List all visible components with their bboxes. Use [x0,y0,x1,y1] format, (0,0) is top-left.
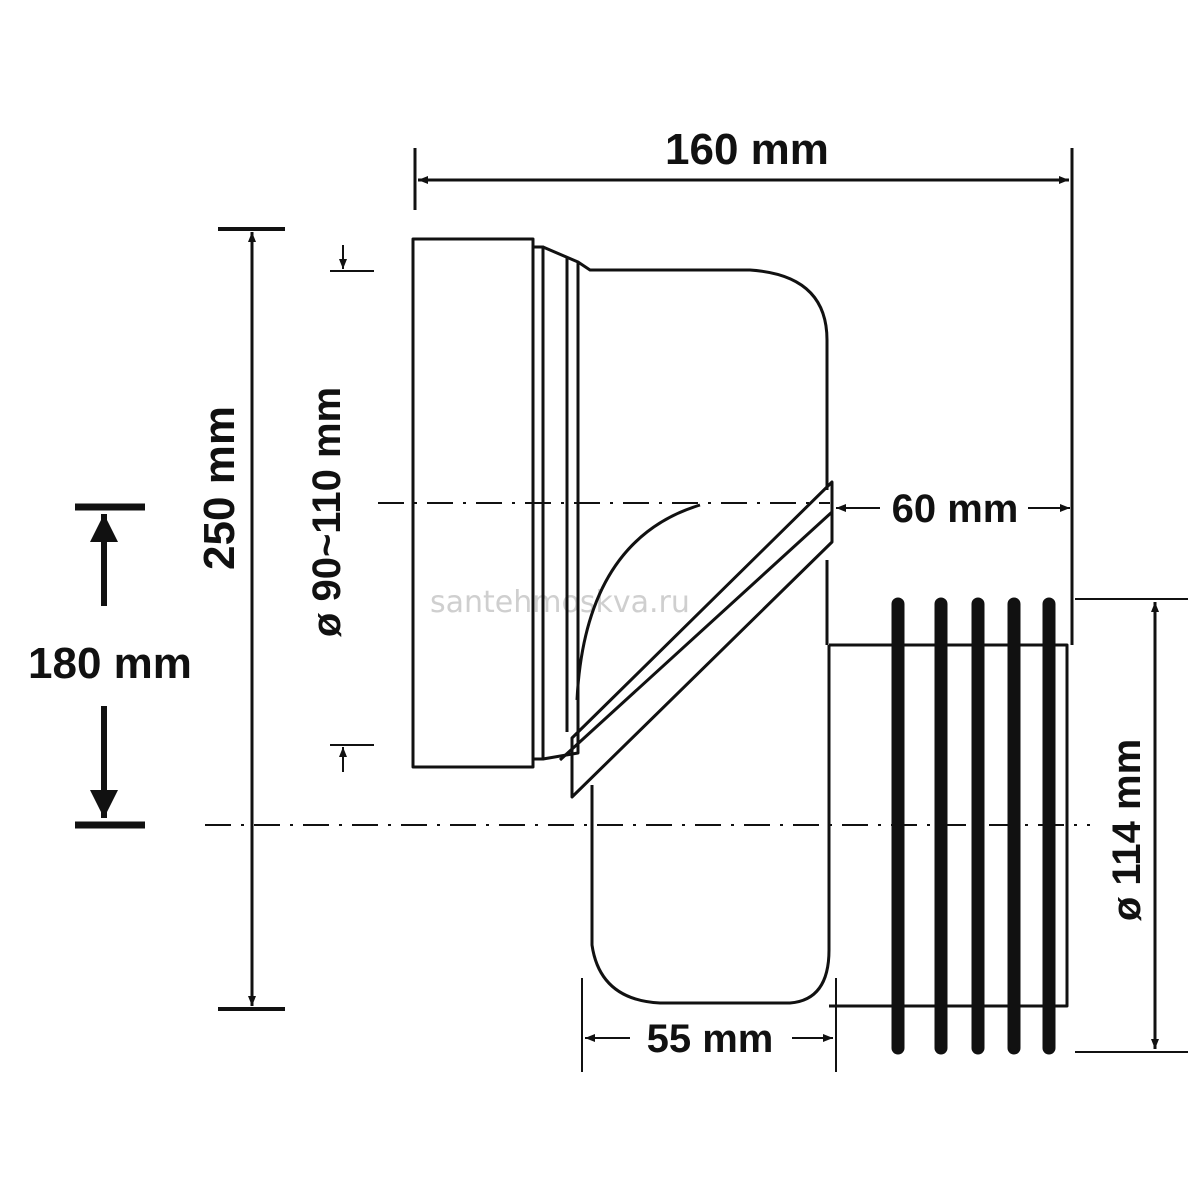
outlet-seal-rings [891,597,1056,1055]
label-55-mm: 55 mm [647,1017,774,1061]
rotation-band-midline [558,510,834,762]
label-outlet-diameter: ø 114 mm [1105,739,1149,921]
outlet-spigot [829,643,1069,1008]
fitting-body [411,237,1069,1008]
watermark: santehmoskva.ru [430,585,690,620]
label-250-mm: 250 mm [195,406,244,570]
seal-ring-5 [1042,597,1056,1055]
collar-seal-ring [531,245,545,761]
label-60-mm: 60 mm [892,487,1019,531]
taper-section [542,245,580,761]
seal-ring-1 [891,597,905,1055]
label-inlet-diameter: ø 90~110 mm [305,387,349,637]
rotation-band [570,480,834,799]
upper-body [577,260,829,490]
dim-outlet-diameter [1075,598,1188,1053]
upper-body-curve [575,503,829,701]
lower-body [590,645,831,1005]
label-180-mm: 180 mm [28,639,192,688]
seal-ring-2 [934,597,948,1055]
seal-ring-4 [1007,597,1021,1055]
dim-160 [413,148,1074,645]
dim-180 [75,503,145,829]
seal-ring-3 [971,597,985,1055]
dim-250 [218,227,285,1011]
dim-inlet-diameter [330,245,374,772]
label-160-mm: 160 mm [665,125,829,174]
dim-55 [581,978,837,1072]
